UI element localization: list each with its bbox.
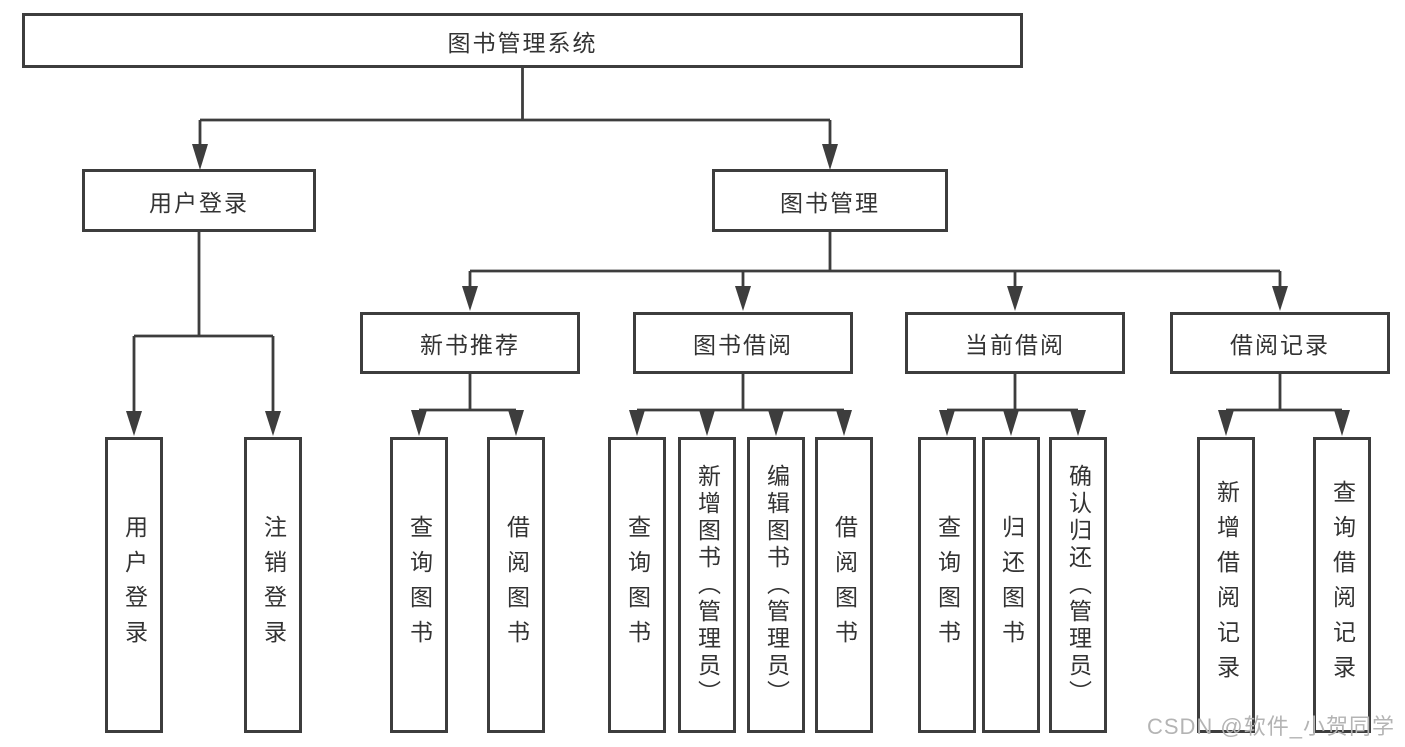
edge-bookmgmt-to-level3	[468, 232, 1282, 288]
leaf-return-books: 归还图书	[982, 437, 1040, 733]
leaf-confirm-return-admin: 确认归还（管理员）	[1049, 437, 1107, 733]
arrowhead	[836, 410, 852, 436]
arrowhead	[629, 410, 645, 436]
arrowhead	[1272, 286, 1288, 311]
node-book-management: 图书管理	[712, 169, 948, 232]
arrowhead	[126, 411, 142, 436]
node-label: 新增图书（管理员）	[694, 463, 721, 707]
edge-userlogin-to-children	[132, 232, 275, 413]
arrowhead	[699, 410, 715, 436]
node-label: 用户登录	[121, 515, 148, 655]
node-label: 新书推荐	[420, 332, 520, 358]
edge-records-to-children	[1226, 374, 1342, 412]
node-label: 借阅记录	[1230, 332, 1330, 358]
node-borrow-records: 借阅记录	[1170, 312, 1390, 374]
node-label: 借阅图书	[503, 515, 530, 655]
node-label: 当前借阅	[965, 332, 1065, 358]
arrowhead	[508, 410, 524, 436]
node-label: 注销登录	[260, 515, 287, 655]
node-label: 用户登录	[149, 189, 249, 216]
leaf-add-borrow-record: 新增借阅记录	[1197, 437, 1255, 733]
node-label: 图书借阅	[693, 332, 793, 358]
leaf-borrow-books-1: 借阅图书	[487, 437, 545, 733]
arrowhead	[265, 411, 281, 436]
node-label: 归还图书	[998, 515, 1025, 655]
node-label: 查询图书	[624, 515, 651, 655]
node-label: 查询借阅记录	[1329, 480, 1356, 690]
arrowhead	[768, 410, 784, 436]
arrowhead	[1218, 410, 1234, 436]
node-label: 图书管理系统	[447, 29, 598, 56]
leaf-add-books-admin: 新增图书（管理员）	[678, 437, 736, 733]
node-library-system: 图书管理系统	[22, 13, 1023, 68]
leaf-query-borrow-record: 查询借阅记录	[1313, 437, 1371, 733]
leaf-query-books-2: 查询图书	[608, 437, 666, 733]
edge-borrowing-to-children	[637, 374, 844, 412]
leaf-logout: 注销登录	[244, 437, 302, 733]
arrowhead	[1007, 286, 1023, 311]
node-label: 借阅图书	[831, 515, 858, 655]
node-label: 编辑图书（管理员）	[763, 463, 790, 707]
arrowhead	[411, 410, 427, 436]
leaf-edit-books-admin: 编辑图书（管理员）	[747, 437, 805, 733]
node-user-login: 用户登录	[82, 169, 316, 232]
arrowhead	[735, 286, 751, 311]
node-label: 确认归还（管理员）	[1065, 463, 1092, 707]
arrowhead	[1003, 410, 1019, 436]
arrowhead	[939, 410, 955, 436]
node-label: 查询图书	[934, 515, 961, 655]
leaf-borrow-books-2: 借阅图书	[815, 437, 873, 733]
arrowhead	[192, 144, 208, 170]
node-label: 图书管理	[780, 189, 880, 216]
arrowhead	[1334, 410, 1350, 436]
arrowhead	[462, 286, 478, 311]
edge-newbooks-to-children	[419, 374, 516, 412]
edge-current-to-children	[947, 374, 1078, 412]
leaf-query-books-3: 查询图书	[918, 437, 976, 733]
leaf-query-books-1: 查询图书	[390, 437, 448, 733]
node-current-borrowing: 当前借阅	[905, 312, 1125, 374]
leaf-user-login: 用户登录	[105, 437, 163, 733]
node-label: 查询图书	[406, 515, 433, 655]
node-label: 新增借阅记录	[1213, 480, 1240, 690]
node-new-book-recommend: 新书推荐	[360, 312, 580, 374]
arrowhead	[1070, 410, 1086, 436]
csdn-watermark: CSDN @软件_小贺同学	[1146, 714, 1395, 739]
edge-root-to-level2	[198, 68, 832, 146]
node-book-borrowing: 图书借阅	[633, 312, 853, 374]
arrowhead	[822, 144, 838, 170]
